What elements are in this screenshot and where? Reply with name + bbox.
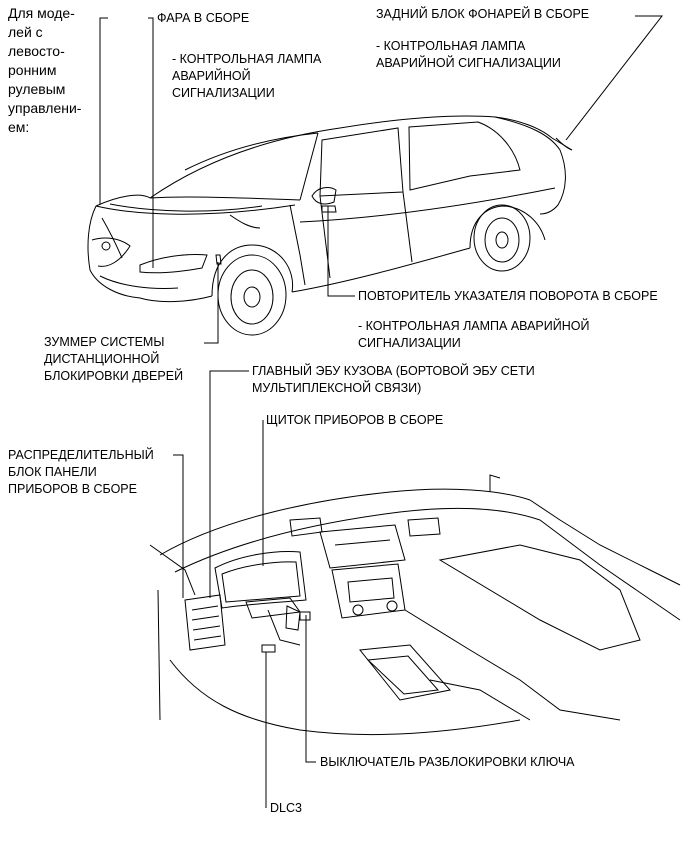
- rear-lamp-note: - КОНТРОЛЬНАЯ ЛАМПА АВАРИЙНОЙ СИГНАЛИЗАЦ…: [376, 38, 561, 72]
- lhd-note-line: ем:: [8, 119, 30, 135]
- lhd-note-line: управлени-: [8, 100, 82, 116]
- headlamp-note: - КОНТРОЛЬНАЯ ЛАМПА АВАРИЙНОЙ СИГНАЛИЗАЦ…: [172, 51, 321, 102]
- junction-block-label-line: РАСПРЕДЕЛИТЕЛЬНЫЙ: [8, 448, 154, 462]
- buzzer-label-line: БЛОКИРОВКИ ДВЕРЕЙ: [44, 369, 184, 383]
- rear-lamp-label: ЗАДНИЙ БЛОК ФОНАРЕЙ В СБОРЕ: [376, 7, 590, 21]
- main-body-ecu-label-line: ГЛАВНЫЙ ЭБУ КУЗОВА (БОРТОВОЙ ЭБУ СЕТИ: [252, 364, 535, 378]
- lhd-note-line: Для моде-: [8, 5, 75, 21]
- side-repeater-note-line: СИГНАЛИЗАЦИИ: [358, 336, 461, 350]
- meter-label: ЩИТОК ПРИБОРОВ В СБОРЕ: [266, 413, 444, 427]
- side-repeater-label: ПОВТОРИТЕЛЬ УКАЗАТЕЛЯ ПОВОРОТА В СБОРЕ: [358, 289, 658, 303]
- dashboard-illustration: [149, 474, 681, 736]
- side-repeater-note: - КОНТРОЛЬНАЯ ЛАМПА АВАРИЙНОЙ СИГНАЛИЗАЦ…: [358, 318, 589, 352]
- main-body-ecu-label-line: МУЛЬТИПЛЕКСНОЙ СВЯЗИ): [252, 381, 422, 395]
- side-repeater-note-line: - КОНТРОЛЬНАЯ ЛАМПА АВАРИЙНОЙ: [358, 319, 590, 333]
- lhd-note-line: рулевым: [8, 81, 66, 97]
- headlamp-note-line: АВАРИЙНОЙ: [172, 69, 251, 83]
- buzzer-label: ЗУММЕР СИСТЕМЫ ДИСТАНЦИОННОЙ БЛОКИРОВКИ …: [44, 334, 183, 385]
- key-unlock-switch-label: ВЫКЛЮЧАТЕЛЬ РАЗБЛОКИРОВКИ КЛЮЧА: [320, 755, 575, 769]
- car-leader-lines: [99, 15, 664, 344]
- rear-lamp-note-line: - КОНТРОЛЬНАЯ ЛАМПА: [376, 39, 526, 53]
- lhd-note-line: ронним: [8, 62, 57, 78]
- headlamp-label: ФАРА В СБОРЕ: [157, 11, 250, 25]
- lhd-note: Для моде- лей с левосто- ронним рулевым …: [8, 4, 81, 137]
- main-body-ecu-label: ГЛАВНЫЙ ЭБУ КУЗОВА (БОРТОВОЙ ЭБУ СЕТИ МУ…: [252, 363, 535, 397]
- buzzer-label-line: ДИСТАНЦИОННОЙ: [44, 352, 160, 366]
- buzzer-label-line: ЗУММЕР СИСТЕМЫ: [44, 335, 165, 349]
- junction-block-label-line: БЛОК ПАНЕЛИ: [8, 465, 97, 479]
- junction-block-label-line: ПРИБОРОВ В СБОРЕ: [8, 482, 137, 496]
- headlamp-note-line: СИГНАЛИЗАЦИИ: [172, 86, 275, 100]
- lhd-note-line: левосто-: [8, 43, 65, 59]
- rear-lamp-note-line: АВАРИЙНОЙ СИГНАЛИЗАЦИИ: [376, 56, 561, 70]
- dlc3-label: DLC3: [270, 801, 302, 815]
- lhd-note-line: лей с: [8, 24, 43, 40]
- dashboard-leader-lines: [173, 370, 316, 808]
- junction-block-label: РАСПРЕДЕЛИТЕЛЬНЫЙ БЛОК ПАНЕЛИ ПРИБОРОВ В…: [8, 447, 154, 498]
- headlamp-note-line: - КОНТРОЛЬНАЯ ЛАМПА: [172, 52, 322, 66]
